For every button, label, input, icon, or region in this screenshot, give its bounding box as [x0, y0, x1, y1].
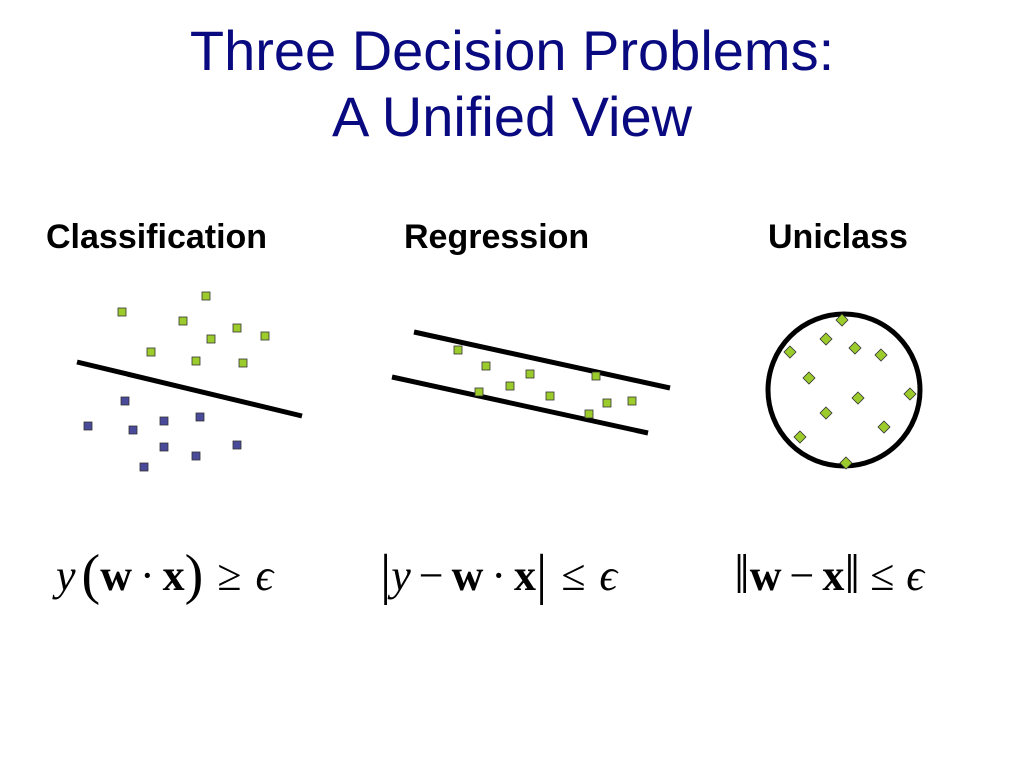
symbol-abs-right: |	[536, 544, 548, 606]
negative-point	[159, 442, 169, 452]
separating-hyperplane	[76, 359, 303, 419]
symbol-epsilon: ϵ	[599, 550, 618, 600]
symbol-epsilon: ϵ	[906, 550, 924, 600]
negative-point	[232, 440, 242, 450]
regression-point	[627, 396, 637, 406]
symbol-dot: ·	[491, 550, 507, 600]
symbol-minus: −	[418, 550, 444, 600]
panel-label-uniclass: Uniclass	[768, 218, 908, 256]
uniclass-point	[783, 345, 797, 359]
symbol-rparen: )	[184, 544, 204, 606]
regression-points	[453, 345, 637, 419]
negative-point	[128, 425, 138, 435]
uniclass-points	[783, 313, 917, 470]
regression-point	[474, 387, 484, 397]
uniclass-point	[839, 456, 853, 470]
symbol-x: x	[514, 550, 537, 600]
symbol-w: w	[749, 550, 782, 600]
positive-point	[117, 307, 127, 317]
negative-point	[195, 412, 205, 422]
positive-point	[178, 316, 188, 326]
page-title: Three Decision Problems: A Unified View	[0, 18, 1024, 150]
uniclass-point	[903, 387, 917, 401]
uniclass-point	[819, 406, 833, 420]
positive-point	[201, 291, 211, 301]
regression-point	[591, 371, 601, 381]
positive-point	[232, 323, 242, 333]
regression-point	[505, 381, 515, 391]
regression-point	[453, 345, 463, 355]
symbol-w: w	[451, 550, 484, 600]
negative-point	[139, 462, 149, 472]
symbol-x: x	[162, 550, 185, 600]
uniclass-point	[802, 371, 816, 385]
positive-point	[238, 358, 248, 368]
negative-point	[120, 396, 130, 406]
symbol-lparen: (	[81, 544, 101, 606]
uniclass-diagram	[765, 311, 923, 470]
regression-diagram	[391, 329, 671, 436]
uniclass-point	[848, 341, 862, 355]
positive-point	[191, 356, 201, 366]
symbol-w: w	[100, 550, 132, 600]
classification-diagram	[76, 291, 303, 472]
symbol-x: x	[822, 550, 845, 600]
regression-point	[525, 369, 535, 379]
symbol-y: y	[56, 550, 76, 600]
symbol-norm-left: ‖	[734, 544, 750, 606]
symbol-epsilon: ϵ	[255, 550, 274, 600]
positive-points	[117, 291, 270, 368]
negative-point	[83, 421, 93, 431]
positive-point	[206, 334, 216, 344]
regression-point	[584, 409, 594, 419]
positive-point	[260, 331, 270, 341]
negative-points	[83, 396, 242, 472]
uniclass-point	[819, 332, 833, 346]
symbol-leq: ≤	[561, 550, 586, 600]
negative-point	[159, 416, 169, 426]
symbol-norm-right: ‖	[844, 544, 861, 606]
regression-point	[481, 361, 491, 371]
panel-label-regression: Regression	[404, 218, 590, 256]
symbol-dot: ·	[139, 550, 155, 600]
uniclass-point	[877, 420, 891, 434]
regression-upper-bound	[413, 329, 671, 391]
symbol-leq: ≤	[870, 550, 895, 600]
formula-uniclass: ‖ w − x ‖ ≤ ϵ	[734, 540, 924, 610]
positive-point	[146, 347, 156, 357]
regression-point	[545, 391, 555, 401]
regression-lower-bound	[391, 374, 649, 436]
uniclass-point	[851, 391, 865, 405]
panel-label-classification: Classification	[46, 218, 268, 256]
title-line-2: A Unified View	[331, 85, 693, 148]
negative-point	[191, 451, 201, 461]
uniclass-ball	[765, 311, 923, 469]
symbol-minus: −	[789, 550, 815, 600]
uniclass-point	[835, 313, 849, 327]
symbol-geq: ≥	[217, 550, 242, 600]
uniclass-point	[793, 430, 807, 444]
regression-point	[602, 398, 612, 408]
uniclass-point	[874, 348, 888, 362]
formula-regression: | y − w · x | ≤ ϵ	[380, 540, 617, 610]
symbol-y: y	[391, 550, 411, 600]
title-line-1: Three Decision Problems:	[189, 19, 835, 82]
formula-classification: y ( w · x ) ≥ ϵ	[56, 540, 273, 610]
symbol-abs-left: |	[380, 544, 392, 606]
